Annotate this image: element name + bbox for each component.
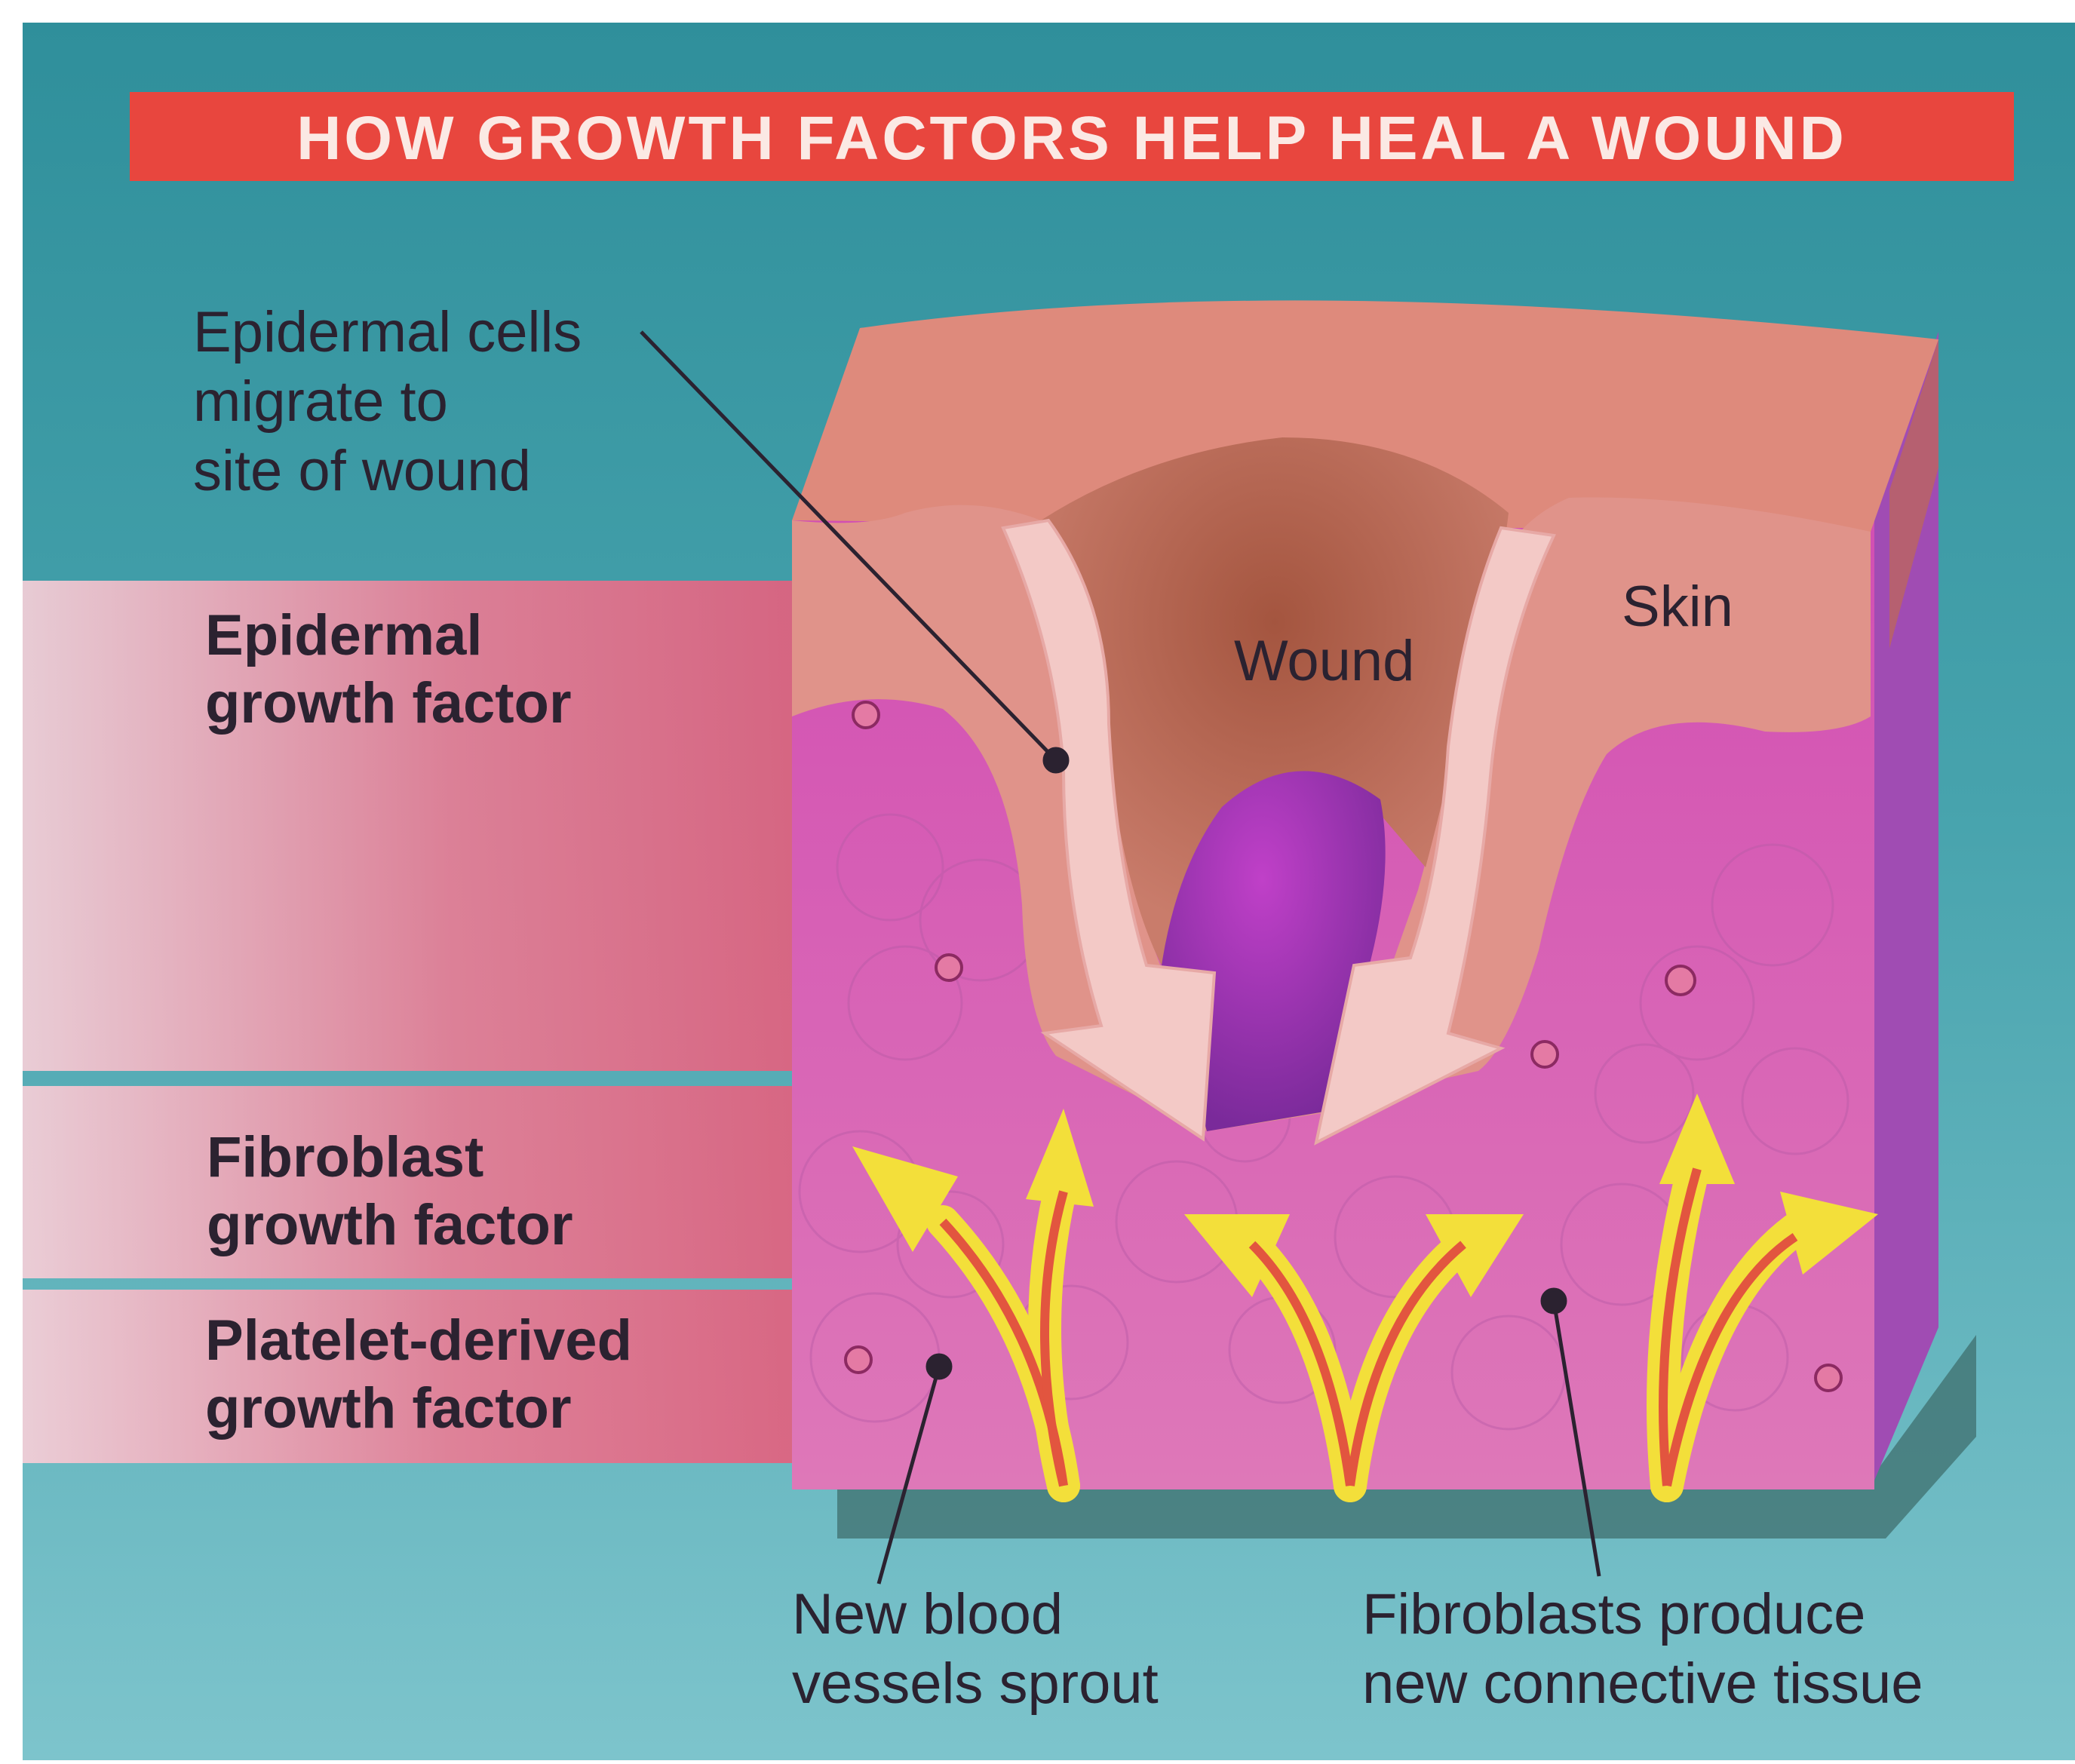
factor-fibroblast-line1: Fibroblast [207,1125,483,1189]
callout-fibroblasts-line2: new connective tissue [1362,1652,1923,1716]
callout-epidermal-cells-line3: site of wound [193,439,531,503]
callout-blood-vessels-line1: New blood [792,1582,1063,1646]
callout-epidermal-cells-line2: migrate to [193,370,448,434]
factor-platelet-line1: Platelet-derived [205,1308,632,1373]
callout-epidermal-cells-line1: Epidermal cells [193,300,582,364]
page-title: HOW GROWTH FACTORS HELP HEAL A WOUND [296,104,1847,173]
factor-fibroblast-line2: growth factor [207,1193,573,1257]
title-banner: HOW GROWTH FACTORS HELP HEAL A WOUND [130,92,2014,181]
callout-wound: Wound [1234,629,1414,693]
factor-epidermal-line2: growth factor [205,671,572,735]
factor-platelet-line2: growth factor [205,1376,572,1440]
callout-skin: Skin [1622,575,1733,639]
factor-epidermal-line1: Epidermal [205,603,482,667]
callout-blood-vessels-line2: vessels sprout [792,1652,1159,1716]
callout-fibroblasts-line1: Fibroblasts produce [1362,1582,1865,1646]
